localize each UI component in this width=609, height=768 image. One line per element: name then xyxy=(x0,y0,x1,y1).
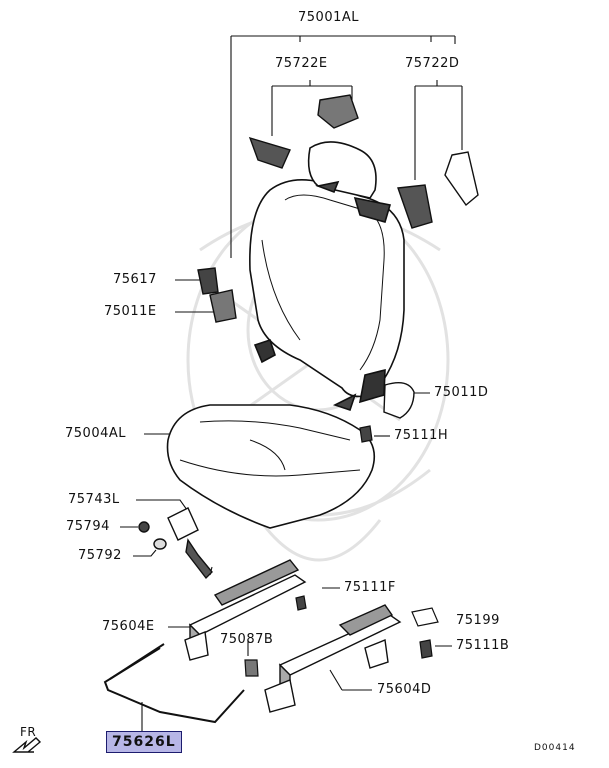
wire-harness xyxy=(103,643,245,724)
part-label-75794: 75794 xyxy=(66,519,110,534)
part-label-75792: 75792 xyxy=(78,548,122,563)
part-label-75011d: 75011D xyxy=(434,385,489,400)
fasteners xyxy=(244,425,439,677)
part-label-75626l-highlighted[interactable]: 75626L xyxy=(106,731,182,753)
seat-rails xyxy=(184,559,402,713)
part-label-75111f: 75111F xyxy=(344,580,396,595)
part-label-75087b: 75087B xyxy=(220,632,274,647)
part-label-75617: 75617 xyxy=(113,272,157,287)
part-label-75722d: 75722D xyxy=(405,56,460,71)
figure-code: D00414 xyxy=(534,743,576,753)
seat-cushion xyxy=(166,404,376,529)
recliner-parts xyxy=(197,267,415,419)
part-label-75604d: 75604D xyxy=(377,682,432,697)
part-label-75001al: 75001AL xyxy=(298,10,359,25)
front-arrow-icon xyxy=(12,737,42,753)
part-label-75011e: 75011E xyxy=(104,304,157,319)
part-label-75199: 75199 xyxy=(456,613,500,628)
part-label-75004al: 75004AL xyxy=(65,426,126,441)
seat-back xyxy=(249,141,405,412)
part-label-75111h: 75111H xyxy=(394,428,449,443)
trim-covers xyxy=(248,94,479,229)
part-label-75722e: 75722E xyxy=(275,56,328,71)
seat-belt-buckle xyxy=(138,507,213,580)
front-direction-label: FR xyxy=(20,725,37,739)
leader-lines xyxy=(120,35,463,732)
part-label-75111b: 75111B xyxy=(456,638,510,653)
part-label-75604e: 75604E xyxy=(102,619,155,634)
part-label-75743l: 75743L xyxy=(68,492,120,507)
